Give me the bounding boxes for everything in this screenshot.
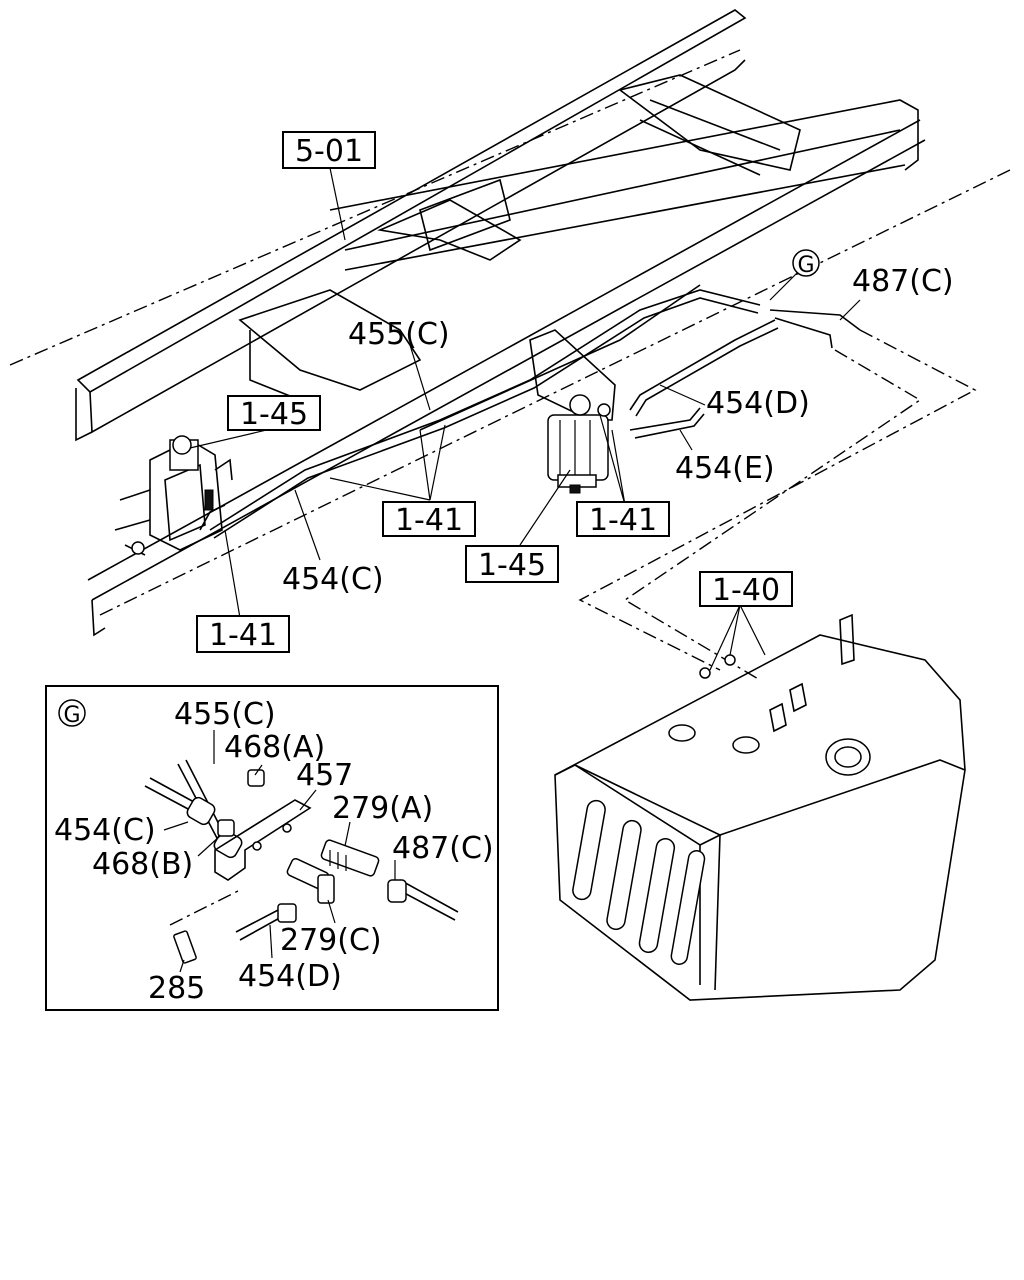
callout-1-45-center: 1-45 xyxy=(465,545,559,583)
tank-connection-outline xyxy=(578,329,977,681)
callout-1-41-center: 1-41 xyxy=(382,501,476,538)
label-454d-main: 454(D) xyxy=(706,386,810,421)
label-487c-main: 487(C) xyxy=(852,264,954,299)
chassis-frame xyxy=(9,9,1011,637)
callout-1-45-left: 1-45 xyxy=(227,395,321,432)
callout-5-01-text: 5-01 xyxy=(295,134,363,169)
callout-1-41-bottom: 1-41 xyxy=(196,615,290,653)
detail-label-487c: 487(C) xyxy=(392,831,494,866)
leader-lines xyxy=(189,167,861,671)
detail-g-inset: G xyxy=(45,685,499,1011)
fuel-lines xyxy=(199,284,861,539)
callout-5-01: 5-01 xyxy=(282,131,376,169)
detail-label-279c: 279(C) xyxy=(280,923,382,958)
detail-marker-g-main: G xyxy=(792,249,820,278)
callout-1-41-bottom-text: 1-41 xyxy=(209,618,277,653)
detail-marker-g-inset-text: G xyxy=(63,703,80,728)
label-454e-main: 454(E) xyxy=(675,451,775,486)
callout-1-41-right-text: 1-41 xyxy=(589,503,657,538)
detail-label-455c: 455(C) xyxy=(174,697,276,732)
detail-label-457: 457 xyxy=(296,758,353,793)
detail-marker-g-main-text: G xyxy=(797,253,814,278)
injection-pump-assembly xyxy=(114,435,233,556)
callout-1-40-text: 1-40 xyxy=(712,573,780,608)
label-454c-main: 454(C) xyxy=(282,562,384,597)
callout-1-41-center-text: 1-41 xyxy=(395,503,463,538)
label-455c-main: 455(C) xyxy=(348,317,450,352)
callout-1-45-left-text: 1-45 xyxy=(240,397,308,432)
detail-label-285: 285 xyxy=(148,971,205,1006)
callout-1-45-center-text: 1-45 xyxy=(478,548,546,583)
detail-label-468b: 468(B) xyxy=(92,847,193,882)
detail-label-279a: 279(A) xyxy=(332,791,433,826)
detail-label-468a: 468(A) xyxy=(224,730,325,765)
fuel-filter xyxy=(529,329,616,494)
callout-1-40: 1-40 xyxy=(699,571,793,608)
callout-1-41-right: 1-41 xyxy=(576,501,670,538)
fuel-tank xyxy=(554,613,966,1001)
detail-label-454d: 454(D) xyxy=(238,959,342,994)
detail-label-454c: 454(C) xyxy=(54,813,156,848)
